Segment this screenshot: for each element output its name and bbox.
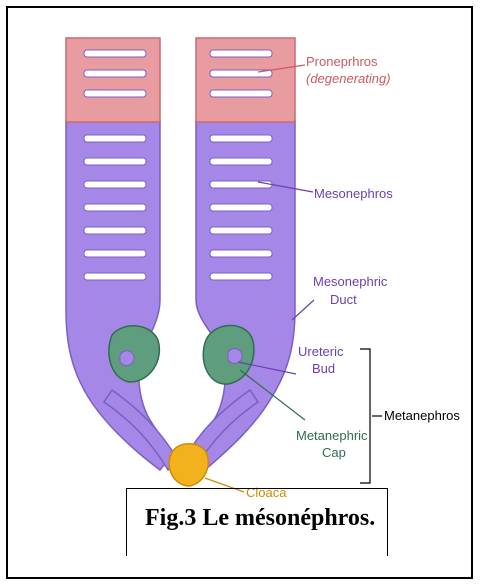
figure-caption: Fig.3 Le mésonéphros. [145, 505, 375, 532]
label-mesonephric-duct-line2: Duct [330, 292, 357, 307]
label-metanephric-cap-line1: Metanephric [296, 428, 368, 443]
left-ureteric-bud [120, 351, 134, 366]
right-ureteric-bud [228, 349, 242, 364]
mesonephros-structure [66, 120, 295, 470]
metanephric-caps [109, 325, 254, 384]
label-metanephros: Metanephros [384, 408, 460, 423]
label-pronephros: Proneprhros [306, 54, 378, 69]
label-mesonephric-duct-line1: Mesonephric [313, 274, 388, 289]
label-ureteric-bud-line2: Bud [312, 361, 335, 376]
label-mesonephros: Mesonephros [314, 186, 393, 201]
right-mesonephric-tubule-column [192, 120, 295, 470]
left-mesonephric-tubule-column [66, 120, 172, 470]
cloaca [169, 444, 208, 486]
label-degenerating: (degenerating) [306, 71, 391, 86]
left-metanephric-cap [109, 326, 160, 382]
label-ureteric-bud-line1: Ureteric [298, 344, 344, 359]
label-metanephric-cap-line2: Cap [322, 445, 346, 460]
